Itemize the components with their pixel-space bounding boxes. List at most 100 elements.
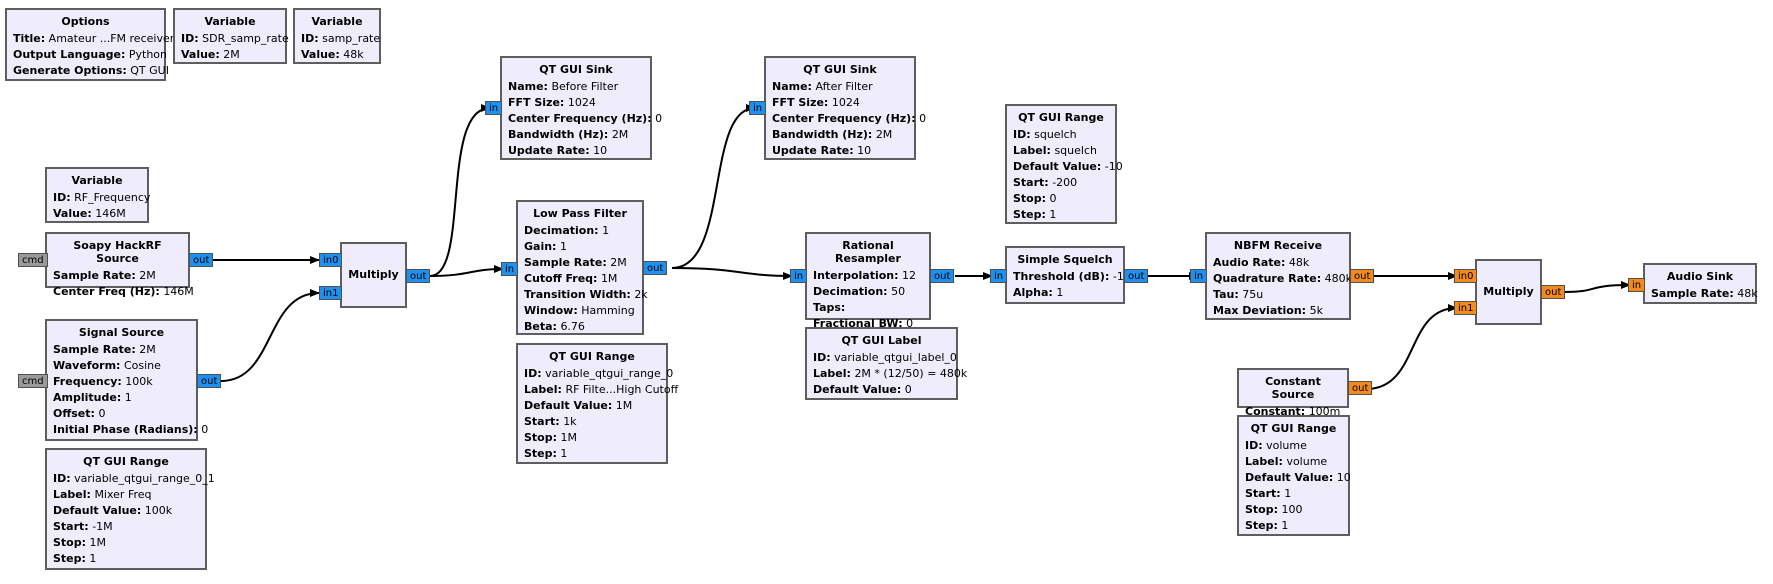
- block-param: Start: -1M: [53, 519, 199, 535]
- param-label: Taps:: [813, 301, 846, 314]
- param-label: Value:: [181, 48, 220, 61]
- block-param: Default Value: 0: [813, 382, 950, 398]
- block-param: Sample Rate: 48k: [1651, 286, 1758, 302]
- block-param: Default Value: 1M: [524, 398, 660, 414]
- param-label: Quadrature Rate:: [1213, 272, 1322, 285]
- param-value: 1: [559, 240, 567, 253]
- block-title: Constant Source: [1265, 375, 1321, 401]
- multiply-block-2[interactable]: Multiply: [1475, 259, 1542, 325]
- block-param: Threshold (dB): -10: [1013, 269, 1131, 285]
- const-out-port[interactable]: out: [1348, 381, 1373, 395]
- block-param: Name: After Filter: [772, 79, 908, 95]
- lpf-out-port[interactable]: out: [643, 261, 668, 275]
- param-value: 100k: [125, 375, 153, 388]
- param-label: Value:: [301, 48, 340, 61]
- block-param: Window: Hamming: [524, 303, 636, 319]
- param-label: ID:: [524, 367, 542, 380]
- multiply2-in1-port[interactable]: in1: [1454, 301, 1478, 315]
- hackrf-cmd-port[interactable]: cmd: [18, 253, 48, 267]
- param-label: Update Rate:: [772, 144, 854, 157]
- param-label: Step:: [53, 552, 86, 565]
- block-title: QT GUI Range: [83, 455, 169, 468]
- param-label: ID:: [53, 191, 71, 204]
- multiply2-in0-port[interactable]: in0: [1454, 269, 1478, 283]
- block-title: Multiply: [1483, 285, 1534, 298]
- multiply1-out-port[interactable]: out: [406, 269, 431, 283]
- param-label: Decimation:: [524, 224, 599, 237]
- param-value: 1M: [560, 431, 578, 444]
- param-label: Start:: [1245, 487, 1281, 500]
- param-value: 5k: [1309, 304, 1323, 317]
- param-value: Cosine: [123, 359, 161, 372]
- lpf-in-port[interactable]: in: [501, 262, 519, 276]
- wire-const-to-multiply2: [1365, 304, 1458, 390]
- multiply1-in1-port[interactable]: in1: [319, 286, 343, 300]
- block-param: Value: 146M: [53, 206, 141, 222]
- block-param: Start: 1k: [524, 414, 660, 430]
- squelch-in-port[interactable]: in: [990, 269, 1008, 283]
- param-label: Label:: [524, 383, 562, 396]
- block-param: Sample Rate: 2M: [524, 255, 636, 271]
- sigsrc-out-port[interactable]: out: [197, 374, 222, 388]
- param-value: 10: [1336, 471, 1351, 484]
- resampler-out-port[interactable]: out: [930, 269, 955, 283]
- param-label: Output Language:: [13, 48, 126, 61]
- param-value: After Filter: [815, 80, 873, 93]
- block-param: Default Value: -10: [1013, 159, 1123, 175]
- sink-after-in-port[interactable]: in: [749, 101, 767, 115]
- param-label: Bandwidth (Hz):: [772, 128, 873, 141]
- block-param: Decimation: 50: [813, 284, 923, 300]
- nbfm-in-port[interactable]: in: [1190, 269, 1208, 283]
- block-title: QT GUI Label: [841, 334, 922, 347]
- param-label: Name:: [772, 80, 812, 93]
- sink-before-in-port[interactable]: in: [485, 101, 503, 115]
- param-value: 1k: [563, 415, 577, 428]
- block-title: QT GUI Range: [1018, 111, 1104, 124]
- block-param: Fractional BW: 0: [813, 316, 923, 332]
- resampler-in-port[interactable]: in: [790, 269, 808, 283]
- param-label: Initial Phase (Radians):: [53, 423, 198, 436]
- sigsrc-cmd-port[interactable]: cmd: [18, 374, 48, 388]
- param-label: Value:: [53, 207, 92, 220]
- block-title: Audio Sink: [1666, 270, 1734, 283]
- param-label: Transition Width:: [524, 288, 631, 301]
- param-value: Before Filter: [551, 80, 619, 93]
- block-param: Update Rate: 10: [508, 143, 644, 159]
- param-label: Frequency:: [53, 375, 122, 388]
- param-label: Start:: [524, 415, 560, 428]
- param-value: squelch: [1054, 144, 1097, 157]
- hackrf-out-port[interactable]: out: [189, 253, 214, 267]
- multiply1-in0-port[interactable]: in0: [319, 253, 343, 267]
- multiply2-out-port[interactable]: out: [1541, 285, 1566, 299]
- audiosink-in-port[interactable]: in: [1628, 278, 1646, 292]
- nbfm-out-port[interactable]: out: [1350, 269, 1375, 283]
- param-value: 10: [593, 144, 608, 157]
- param-value: 2M: [611, 128, 629, 141]
- multiply-block-1[interactable]: Multiply: [340, 242, 407, 308]
- squelch-out-port[interactable]: out: [1124, 269, 1149, 283]
- block-param: Start: -200: [1013, 175, 1109, 191]
- block-param: Amplitude: 1: [53, 390, 190, 406]
- param-value: 1: [1056, 286, 1064, 299]
- param-label: Tau:: [1213, 288, 1239, 301]
